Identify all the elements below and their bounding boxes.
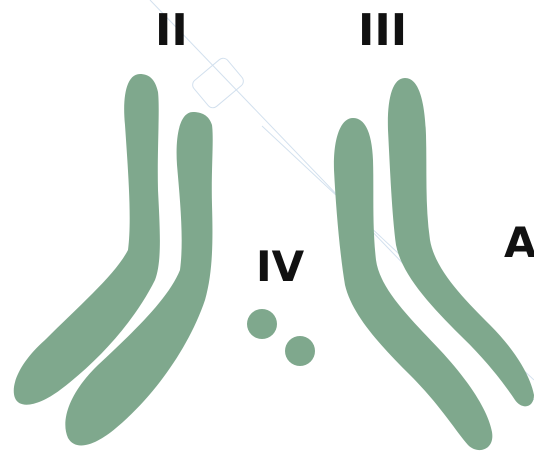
watermark-badge [190, 56, 246, 110]
label-iv: IV [256, 246, 304, 288]
chromosome-iv-dot-2 [285, 336, 315, 366]
label-a: A [504, 222, 534, 264]
chromosome-iv-dot-1 [247, 309, 277, 339]
label-iii: III [358, 9, 407, 53]
label-ii: II [155, 9, 188, 53]
